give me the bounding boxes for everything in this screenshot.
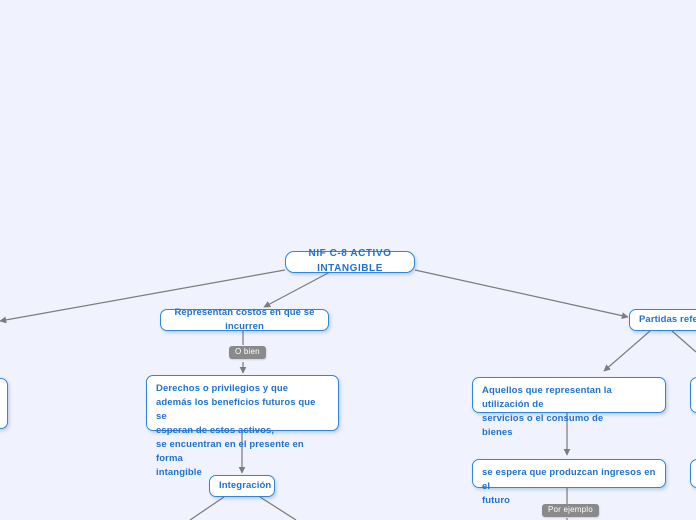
node-clipped-right-edge-upper[interactable] [690, 377, 696, 413]
edge-label-por-ejemplo-text: Por ejemplo [548, 505, 593, 514]
node-representan-costos[interactable]: Representan costos en que se incurren [160, 306, 329, 332]
edge-root-to-partidas [414, 269, 629, 320]
node-root-label: NIF C-8 ACTIVO INTANGIBLE [308, 248, 392, 274]
node-aquellos-utilizacion[interactable]: Aquellos que representan la utilización … [472, 377, 666, 438]
node-partidas-referentes-label: Partidas refere [639, 313, 696, 325]
node-integracion[interactable]: Integración [209, 475, 275, 497]
node-aquellos-utilizacion-label: Aquellos que representan la utilización … [482, 385, 612, 439]
node-clipped-right-edge-lower[interactable] [690, 459, 696, 488]
node-integracion-label: Integración [219, 479, 272, 491]
node-derechos-privilegios[interactable]: Derechos o privilegios y que además los … [146, 375, 339, 478]
edge-integracion-to-child-left [189, 496, 225, 520]
node-derechos-privilegios-label: Derechos o privilegios y que además los … [156, 383, 316, 479]
node-partidas-referentes[interactable]: Partidas refere [629, 309, 696, 331]
node-root-nif-c8[interactable]: NIF C-8 ACTIVO INTANGIBLE [285, 248, 415, 274]
edge-label-o-bien-text: O bien [235, 347, 260, 356]
node-clipped-left-edge[interactable] [0, 378, 8, 429]
edge-root-to-representan-costos [263, 271, 331, 308]
edge-partidas-to-right-offscreen [671, 330, 696, 353]
node-representan-costos-label: Representan costos en que se incurren [174, 306, 315, 332]
node-se-espera-ingresos-label: se espera que produzcan ingresos en el f… [482, 467, 656, 507]
edge-label-por-ejemplo[interactable]: Por ejemplo [542, 504, 599, 517]
edge-label-o-bien[interactable]: O bien [229, 346, 266, 359]
edge-partidas-to-aquellos [603, 330, 651, 372]
node-se-espera-ingresos[interactable]: se espera que produzcan ingresos en el f… [472, 459, 666, 506]
edge-integracion-to-child-right [259, 496, 297, 520]
